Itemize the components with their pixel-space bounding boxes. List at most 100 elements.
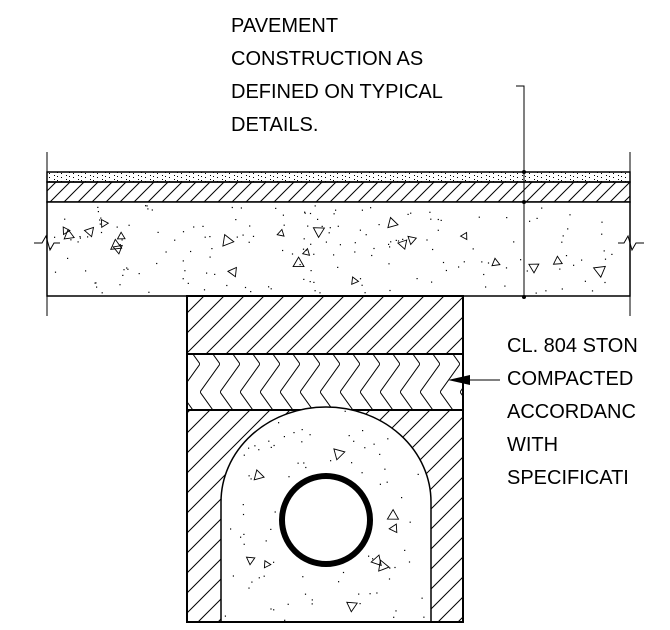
aggregate-dot — [250, 478, 252, 480]
aggregate-dot — [184, 270, 186, 272]
aggregate-triangle — [397, 239, 408, 251]
trench-stone-compacted-layer — [186, 353, 464, 411]
aggregate-dot — [529, 220, 531, 222]
aggregate-dot — [119, 284, 121, 286]
aggregate-dot — [389, 289, 391, 292]
aggregate-dot — [536, 217, 538, 219]
aggregate-dot — [426, 239, 428, 241]
aggregate-dot — [545, 290, 547, 292]
aggregate-triangle — [370, 554, 382, 567]
aggregate-dot — [249, 225, 251, 227]
aggregate-dot — [359, 278, 362, 280]
aggregate-dot — [226, 284, 228, 287]
aggregate-dot — [95, 282, 97, 284]
aggregate-dot — [270, 446, 272, 448]
aggregate-triangle — [552, 255, 563, 265]
aggregate-dot — [333, 254, 335, 256]
aggregate-triangle — [592, 265, 607, 279]
stone-note-line-2: COMPACTED — [507, 368, 633, 390]
aggregate-dot — [505, 267, 508, 269]
aggregate-dot — [122, 274, 124, 276]
aggregate-dot — [248, 241, 250, 243]
aggregate-dot — [389, 567, 391, 569]
aggregate-dot — [79, 236, 81, 238]
aggregate-dot — [96, 286, 98, 288]
aggregate-dot — [338, 581, 340, 583]
aggregate-dot — [390, 241, 392, 243]
aggregate-dot — [354, 251, 356, 253]
leader-lines — [448, 85, 526, 385]
aggregate-dot — [513, 241, 515, 243]
aggregate-dot — [408, 561, 411, 563]
aggregate-dot — [126, 267, 128, 269]
aggregate-dot — [410, 212, 412, 214]
aggregate-dot — [429, 211, 431, 213]
aggregate-dot — [254, 445, 256, 447]
aggregate-dot — [379, 483, 381, 485]
aggregate-triangle — [116, 231, 126, 240]
aggregate-dot — [541, 207, 543, 209]
aggregate-dot — [601, 221, 603, 223]
aggregate-dot — [304, 212, 306, 214]
aggregate-dot — [128, 224, 130, 226]
aggregate-dot — [304, 211, 306, 213]
aggregate-triangle — [378, 559, 390, 572]
aggregate-dot — [394, 566, 396, 569]
aggregate-dot — [526, 270, 528, 272]
aggregate-dot — [270, 288, 272, 290]
aggregate-dot — [388, 578, 391, 580]
aggregate-dot — [485, 286, 487, 288]
aggregate-dot — [157, 231, 159, 233]
aggregate-triangle — [388, 523, 398, 534]
aggregate-dot — [182, 260, 184, 262]
aggregate-dot — [388, 243, 390, 245]
aggregate-dot — [54, 271, 57, 273]
aggregate-dot — [314, 290, 316, 292]
aggregate-triangle — [112, 244, 123, 255]
aggregate-dot — [437, 218, 439, 221]
aggregate-dot — [145, 205, 147, 207]
aggregate-triangle — [491, 257, 501, 267]
aggregate-dot — [182, 278, 184, 280]
aggregate-dot — [601, 233, 603, 235]
aggregate-dot — [342, 571, 345, 574]
aggregate-dot — [97, 206, 99, 208]
aggregate-dot — [64, 218, 66, 220]
aggregate-dot — [309, 434, 311, 436]
aggregate-dot — [282, 214, 284, 216]
aggregate-dot — [288, 476, 290, 478]
aggregate-dot — [506, 217, 508, 219]
aggregate-dot — [311, 603, 313, 605]
aggregate-dot — [94, 282, 96, 284]
aggregate-dot — [301, 429, 303, 431]
aggregate-dot — [182, 231, 185, 233]
aggregate-dot — [283, 436, 285, 438]
pavement-section — [34, 152, 644, 316]
aggregate-dot — [232, 575, 234, 577]
aggregate-dot — [368, 555, 370, 557]
aggregate-dot — [344, 410, 346, 412]
aggregate-dot — [97, 211, 99, 213]
aggregate-dot — [301, 441, 303, 443]
aggregate-dot — [203, 289, 206, 291]
aggregate-dot — [483, 273, 485, 276]
aggregate-dot — [291, 253, 294, 255]
aggregate-dot — [364, 447, 366, 449]
aggregate-dot — [313, 281, 315, 283]
aggregate-dot — [421, 597, 423, 599]
aggregate-dot — [472, 248, 474, 250]
aggregate-dot — [423, 616, 425, 618]
aggregate-dot — [303, 462, 305, 464]
aggregate-dot — [330, 460, 332, 462]
aggregate-dot — [304, 593, 307, 595]
aggregate-dot — [252, 235, 255, 237]
pavement-note-line-4: DETAILS. — [231, 114, 318, 136]
aggregate-triangle — [245, 556, 256, 566]
aggregate-dot — [282, 249, 284, 252]
aggregate-dot — [386, 481, 388, 483]
aggregate-dot — [407, 213, 409, 215]
pavement-note-line-2: CONSTRUCTION AS — [231, 48, 423, 70]
aggregate-dot — [116, 226, 118, 228]
aggregate-dot — [321, 225, 323, 227]
